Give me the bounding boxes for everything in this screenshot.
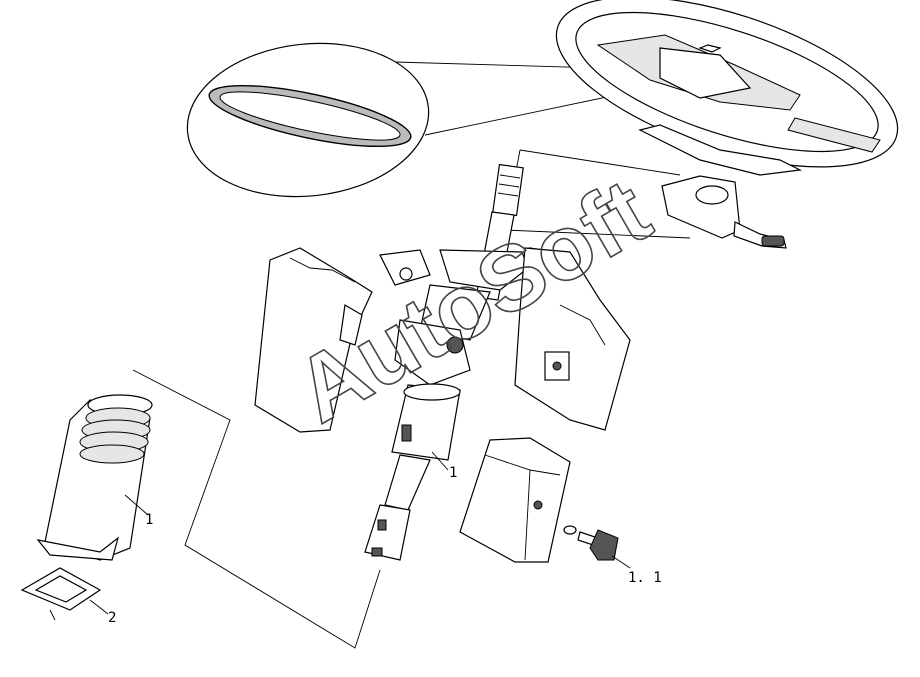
bellows-boot (36, 394, 153, 561)
lower-cover (459, 437, 571, 563)
steering-wheel (555, 0, 899, 176)
gasket (20, 567, 109, 621)
callout-gasket: 2 (108, 610, 116, 626)
combination-switch (661, 175, 787, 249)
callout-column-leader (431, 451, 449, 471)
callout-knob: 1. 1 (628, 570, 662, 586)
steering-column (364, 163, 579, 561)
mounting-bracket (514, 247, 631, 431)
column-shroud (254, 247, 373, 433)
adjustment-knob (563, 525, 631, 569)
detail-zoom-ellipse (186, 42, 713, 198)
callout-left-boot: 1 (145, 512, 153, 528)
callout-column: 1 (449, 465, 457, 481)
